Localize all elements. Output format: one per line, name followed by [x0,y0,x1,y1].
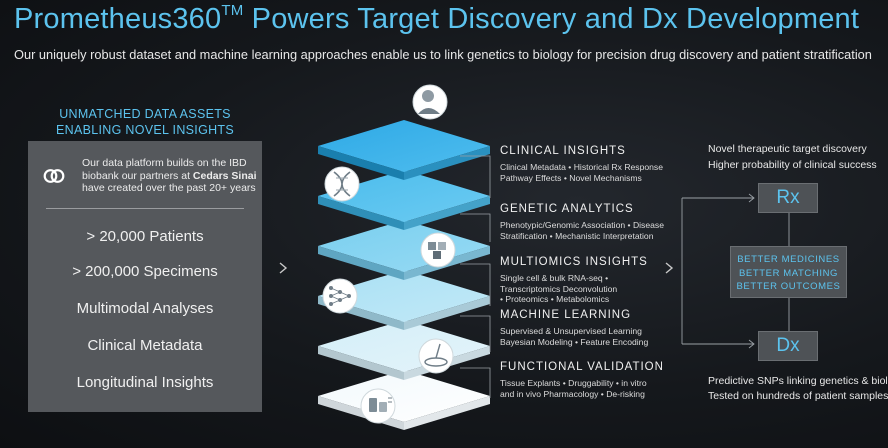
stat-specimens: > 200,000 Specimens [28,263,262,280]
rx-note-2: Higher probability of clinical success [708,159,877,171]
layer-genetic-analytics: GENETIC ANALYTICS Phenotypic/Genomic Ass… [500,203,664,241]
rx-box: Rx [758,183,818,213]
dx-note-1: Predictive SNPs linking genetics & biolo… [708,375,888,387]
divider [46,208,244,209]
link-icon [42,166,66,186]
stat-clinical-metadata: Clinical Metadata [28,337,262,354]
layer-clinical-insights: CLINICAL INSIGHTS Clinical Metadata • Hi… [500,145,663,183]
stat-patients: > 20,000 Patients [28,228,262,245]
dx-note-2: Tested on hundreds of patient samples [708,390,888,402]
platform-intro: Our data platform builds on the IBD biob… [82,157,258,195]
dna-icon [325,167,359,201]
chevron-right-icon [662,260,676,276]
patient-icon [413,85,447,119]
page-title: Prometheus360TM Powers Target Discovery … [14,2,859,36]
layer-machine-learning: MACHINE LEARNING Supervised & Unsupervis… [500,309,648,347]
stat-longitudinal: Longitudinal Insights [28,374,262,391]
data-assets-heading: UNMATCHED DATA ASSETS ENABLING NOVEL INS… [35,106,255,138]
dx-box: Dx [758,331,818,361]
layer-multiomics-insights: MULTIOMICS INSIGHTS Single cell & bulk R… [500,256,648,305]
page-subtitle: Our uniquely robust dataset and machine … [14,47,872,62]
chevron-right-icon [276,260,290,276]
layer-leader-lines [460,140,500,400]
layer-functional-validation: FUNCTIONAL VALIDATION Tissue Explants • … [500,361,664,399]
data-assets-panel: Our data platform builds on the IBD biob… [28,141,262,412]
better-outcomes-box: BETTER MEDICINES BETTER MATCHING BETTER … [730,246,847,298]
cubes-icon [421,233,455,267]
lab-bottles-icon [361,389,395,423]
petri-dish-icon [419,339,453,373]
stat-multimodal: Multimodal Analyses [28,300,262,317]
rx-note-1: Novel therapeutic target discovery [708,143,867,155]
neural-network-icon [323,279,357,313]
